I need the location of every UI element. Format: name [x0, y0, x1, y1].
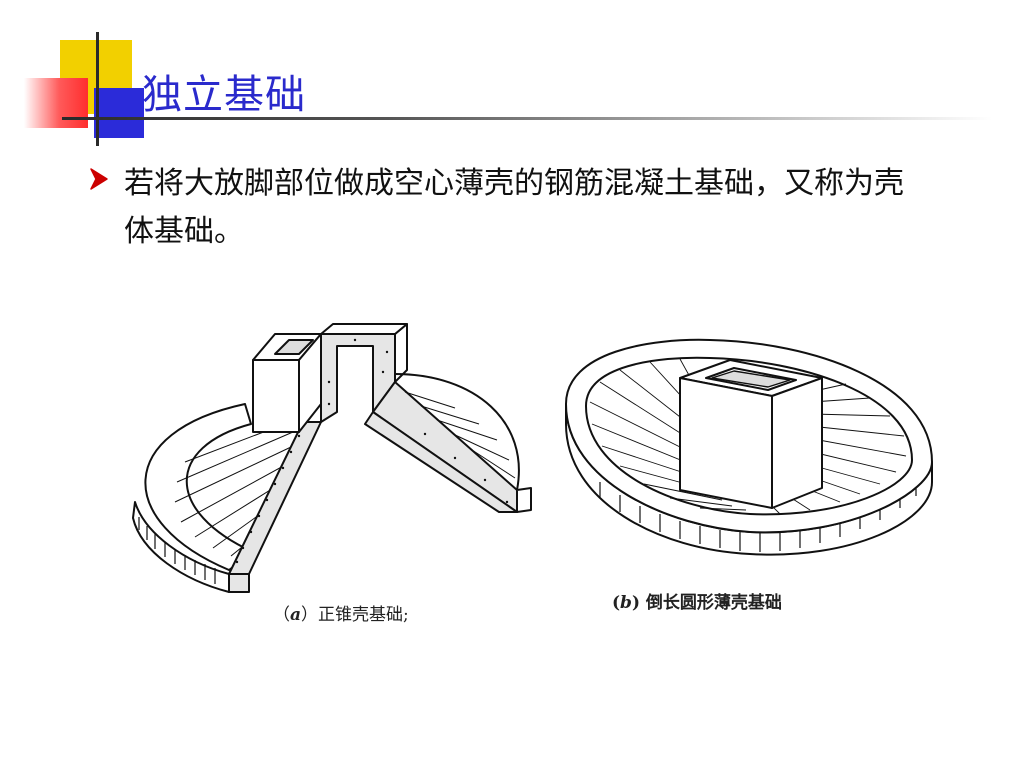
- figure-oblong-shell-foundation: [565, 338, 933, 556]
- caption-b-label: b: [620, 593, 632, 613]
- decor-vertical-line: [96, 32, 99, 146]
- figure-conical-shell-foundation: [132, 323, 532, 593]
- caption-b-text: 倒长圆形薄壳基础: [645, 593, 782, 613]
- bullet-text: 若将大放脚部位做成空心薄壳的钢筋混凝土基础，又称为壳体基础。: [124, 166, 904, 249]
- arrow-bullet-icon: [90, 168, 108, 190]
- caption-a-text: 正锥壳基础;: [318, 605, 409, 625]
- figure-a-caption: （a）正锥壳基础;: [273, 600, 409, 625]
- decor-red-square: [24, 78, 88, 128]
- caption-a-paren-close: ）: [301, 605, 319, 625]
- title-underline: [62, 117, 992, 120]
- decor-blue-square: [94, 88, 144, 138]
- caption-a-paren-open: （: [273, 605, 290, 625]
- caption-a-label: a: [290, 605, 302, 625]
- caption-b-paren-close: ): [631, 593, 640, 613]
- caption-b-paren-open: (: [612, 593, 621, 613]
- figure-b-caption: (b) 倒长圆形薄壳基础: [612, 588, 782, 613]
- slide-title: 独立基础: [142, 72, 306, 118]
